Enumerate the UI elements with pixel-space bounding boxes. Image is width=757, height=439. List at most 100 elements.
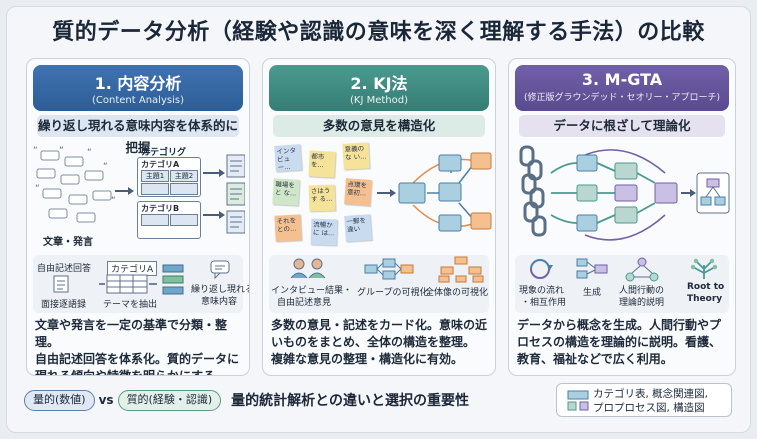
- content-analysis-visual: “““ “““ カテゴリグ カテゴリA 主題1 主: [33, 143, 245, 249]
- description-line: 自由記述回答を体系化。質的データに: [35, 352, 240, 366]
- legend-line: カテゴリ表, 概念関連図,: [593, 388, 709, 400]
- group-chart-icon: [364, 258, 414, 280]
- process-item-sub: ・相互作用: [521, 298, 567, 308]
- vs-label: vs: [98, 393, 114, 407]
- process-item: グループの可視化: [357, 288, 429, 298]
- panel-subheading: (KJ Method): [350, 95, 408, 106]
- panel-m-gta: 3. M-GTA (修正版グラウンデッド・セオリー・アプローチ) データに根ざし…: [508, 58, 736, 376]
- process-item: 繰り返し現れる: [191, 285, 250, 295]
- panel-description: 文章や発言を一定の基準で分類・整理。 自由記述回答を体系化。質的データに 現れる…: [35, 317, 243, 376]
- speech-bubble-icon: [210, 260, 230, 279]
- description-line: 多数の意見・記述をカード化。意味の近: [271, 318, 488, 332]
- panel-header: 1. 内容分析 (Content Analysis): [33, 65, 243, 111]
- concept-generation-icon: [576, 258, 608, 279]
- sticky-note: インタビュー...: [274, 144, 302, 172]
- process-item-sub: テーマを抽出: [103, 300, 158, 310]
- panel-tagline: 多数の意見を構造化: [273, 115, 485, 137]
- process-item-sub: Theory: [687, 294, 723, 304]
- legend-line: プロプロセス図, 構造図: [593, 402, 705, 414]
- sticky-note: 点環を 意初...: [344, 178, 372, 206]
- theme-chip: [170, 214, 198, 226]
- description-line: 現れる傾向や特徴を明らかにする。: [35, 369, 228, 376]
- bar-list-icon: [162, 264, 184, 295]
- theme-chip: [170, 183, 198, 195]
- panel-subheading: (修正版グラウンデッド・セオリー・アプローチ): [523, 93, 721, 103]
- theme-chip: [141, 183, 169, 195]
- panel-subheading: (Content Analysis): [92, 95, 184, 106]
- process-item: 人間行動の: [619, 286, 665, 296]
- footer-comparison: 量的(数値) vs 質的(経験・認識) 量的統計解析との違いと選択の重要性: [24, 388, 469, 412]
- quantitative-pill: 量的(数値): [24, 389, 95, 411]
- text-speech-caption: 文章・発言: [43, 237, 93, 248]
- content-analysis-process: 自由記述回答 面接逐語録 カテゴリA テーマを抽出 繰り返し現れる 意味内容: [33, 255, 249, 313]
- root-tree-icon: [690, 258, 718, 279]
- process-item: 全体像の可視化: [425, 288, 489, 298]
- panel-description: 多数の意見・記述をカード化。意味の近 いものをまとめ、全体の構造を整理。 複雑な…: [271, 317, 489, 368]
- description-line: いものをまとめ、全体の構造を整理。: [271, 335, 476, 349]
- theme-chip: 主題2: [170, 170, 198, 182]
- people-icon: [290, 258, 326, 279]
- process-item: 自由記述回答: [37, 264, 92, 274]
- svg-text:“: “: [87, 148, 92, 158]
- document-icon: [53, 275, 69, 293]
- process-item: Root to: [687, 282, 725, 292]
- svg-text:“: “: [59, 146, 64, 156]
- panel-heading: 1. 内容分析: [94, 74, 182, 93]
- sticky-note: 一郵を 違い: [344, 214, 372, 242]
- description-line: 教育、福祉などで広く利用。: [517, 352, 673, 366]
- description-line: 複雑な意見の整理・構造化に有効。: [271, 352, 464, 366]
- panel-content-analysis: 1. 内容分析 (Content Analysis) 繰り返し現れる意味内容を体…: [26, 58, 250, 376]
- process-item-sub: 理論的説明: [619, 298, 665, 308]
- kj-method-visual: インタビュー... 都市を... 意義の な い... 職場を と な... さ…: [269, 142, 492, 249]
- sticky-note: 流暢か に は...: [310, 218, 338, 246]
- speech-bubbles-icon: “ “ “ “ “ “: [33, 146, 245, 234]
- theory-model-icon: [696, 172, 730, 214]
- qualitative-pill: 質的(経験・認識): [117, 389, 222, 411]
- process-item-sub: 面接逐語録: [41, 300, 87, 310]
- category-b-label: カテゴリB: [141, 204, 180, 213]
- panel-heading: 2. KJ法: [350, 74, 408, 93]
- category-label: カテゴリグ: [141, 148, 187, 158]
- sticky-note: 職場を と な...: [272, 178, 300, 206]
- legend-text: カテゴリ表, 概念関連図, プロプロセス図, 構造図: [593, 387, 708, 415]
- hierarchy-icon: [438, 256, 484, 283]
- grid-table-icon: [99, 274, 157, 294]
- document-stack-icon: [226, 154, 245, 234]
- sticky-note: 意義の な い...: [342, 142, 370, 170]
- svg-text:“: “: [103, 162, 108, 172]
- description-line: ロセスの構造を理論的に説明。看護、: [517, 335, 722, 349]
- cycle-icon: [530, 259, 553, 279]
- process-item-sub: 意味内容: [201, 297, 238, 307]
- panel-tagline: 繰り返し現れる意味内容を体系的に把握: [37, 115, 239, 155]
- panel-kj-method: 2. KJ法 (KJ Method) 多数の意見を構造化 インタビュー... 都…: [262, 58, 496, 376]
- svg-text:“: “: [111, 196, 116, 206]
- output-legend: カテゴリ表, 概念関連図, プロプロセス図, 構造図: [556, 383, 732, 417]
- panel-heading: 3. M-GTA: [581, 70, 663, 89]
- process-item: 現象の流れ: [519, 286, 565, 296]
- sticky-note: さはう す る...: [308, 184, 336, 212]
- panel-header: 2. KJ法 (KJ Method): [269, 65, 489, 111]
- svg-text:“: “: [35, 184, 40, 194]
- page-title: 質的データ分析（経験や認識の意味を深く理解する手法）の比較: [52, 20, 705, 45]
- kj-method-process: インタビュー結果・ 自由記述意見 グループの可視化 全体像の可視化: [269, 255, 489, 313]
- sticky-note: 都市を...: [308, 150, 336, 178]
- process-item-sub: 自由記述意見: [277, 298, 332, 308]
- sticky-note: それを との...: [274, 214, 302, 242]
- network-icon: [625, 257, 659, 282]
- theory-flow-diagram: [519, 145, 730, 241]
- structure-diagram: [377, 152, 492, 232]
- description-line: 文章や発言を一定の基準で分類・整理。: [35, 318, 228, 349]
- m-gta-visual: [515, 143, 730, 249]
- theme-chip: [141, 214, 169, 226]
- theme-chip: 主題1: [141, 170, 169, 182]
- chain-icon: [519, 145, 547, 237]
- process-item: 生成: [583, 288, 602, 298]
- process-item: インタビュー結果・: [271, 286, 353, 296]
- diagram-output-icon: [567, 390, 589, 411]
- m-gta-process: 現象の流れ ・相互作用 生成 人間行動の 理論的説明 Root to Theor…: [515, 255, 729, 313]
- footer-statement: 量的統計解析との違いと選択の重要性: [231, 393, 470, 409]
- panel-header: 3. M-GTA (修正版グラウンデッド・セオリー・アプローチ): [515, 65, 729, 111]
- panel-description: データから概念を生成。人間行動やプ ロセスの構造を理論的に説明。看護、 教育、福…: [517, 317, 729, 368]
- panel-tagline: データに根ざして理論化: [519, 115, 725, 137]
- svg-text:“: “: [33, 146, 38, 156]
